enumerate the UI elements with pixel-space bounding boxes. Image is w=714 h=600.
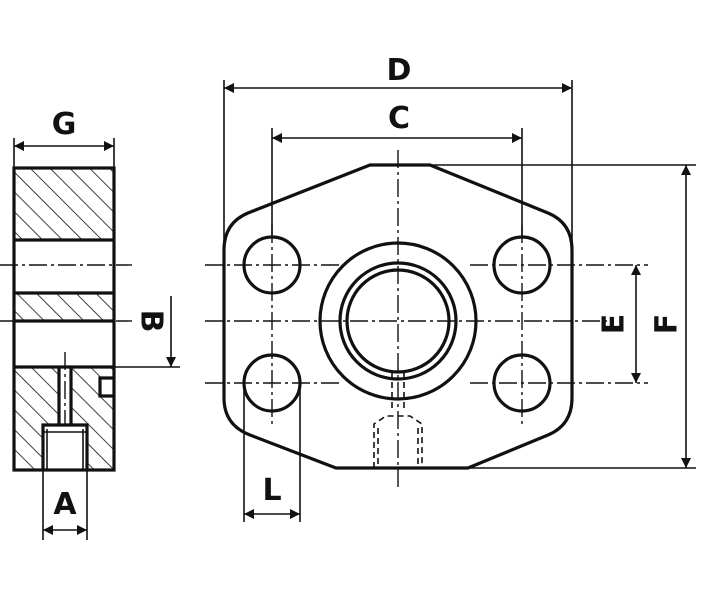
section-hatch-middle bbox=[14, 293, 114, 321]
side-notch bbox=[98, 376, 114, 398]
label-f: F bbox=[650, 314, 685, 335]
section-outline bbox=[12, 166, 116, 472]
label-d: D bbox=[387, 53, 412, 88]
label-g: G bbox=[52, 107, 77, 142]
label-b: B bbox=[134, 310, 169, 333]
section-hatch-top bbox=[14, 168, 114, 240]
bore-ring bbox=[338, 261, 458, 381]
section-view: G A B bbox=[0, 107, 180, 540]
label-l: L bbox=[262, 473, 281, 508]
label-a: A bbox=[53, 487, 77, 522]
label-e: E bbox=[597, 314, 632, 335]
front-view: D C E F L bbox=[205, 53, 696, 522]
label-c: C bbox=[388, 101, 410, 136]
